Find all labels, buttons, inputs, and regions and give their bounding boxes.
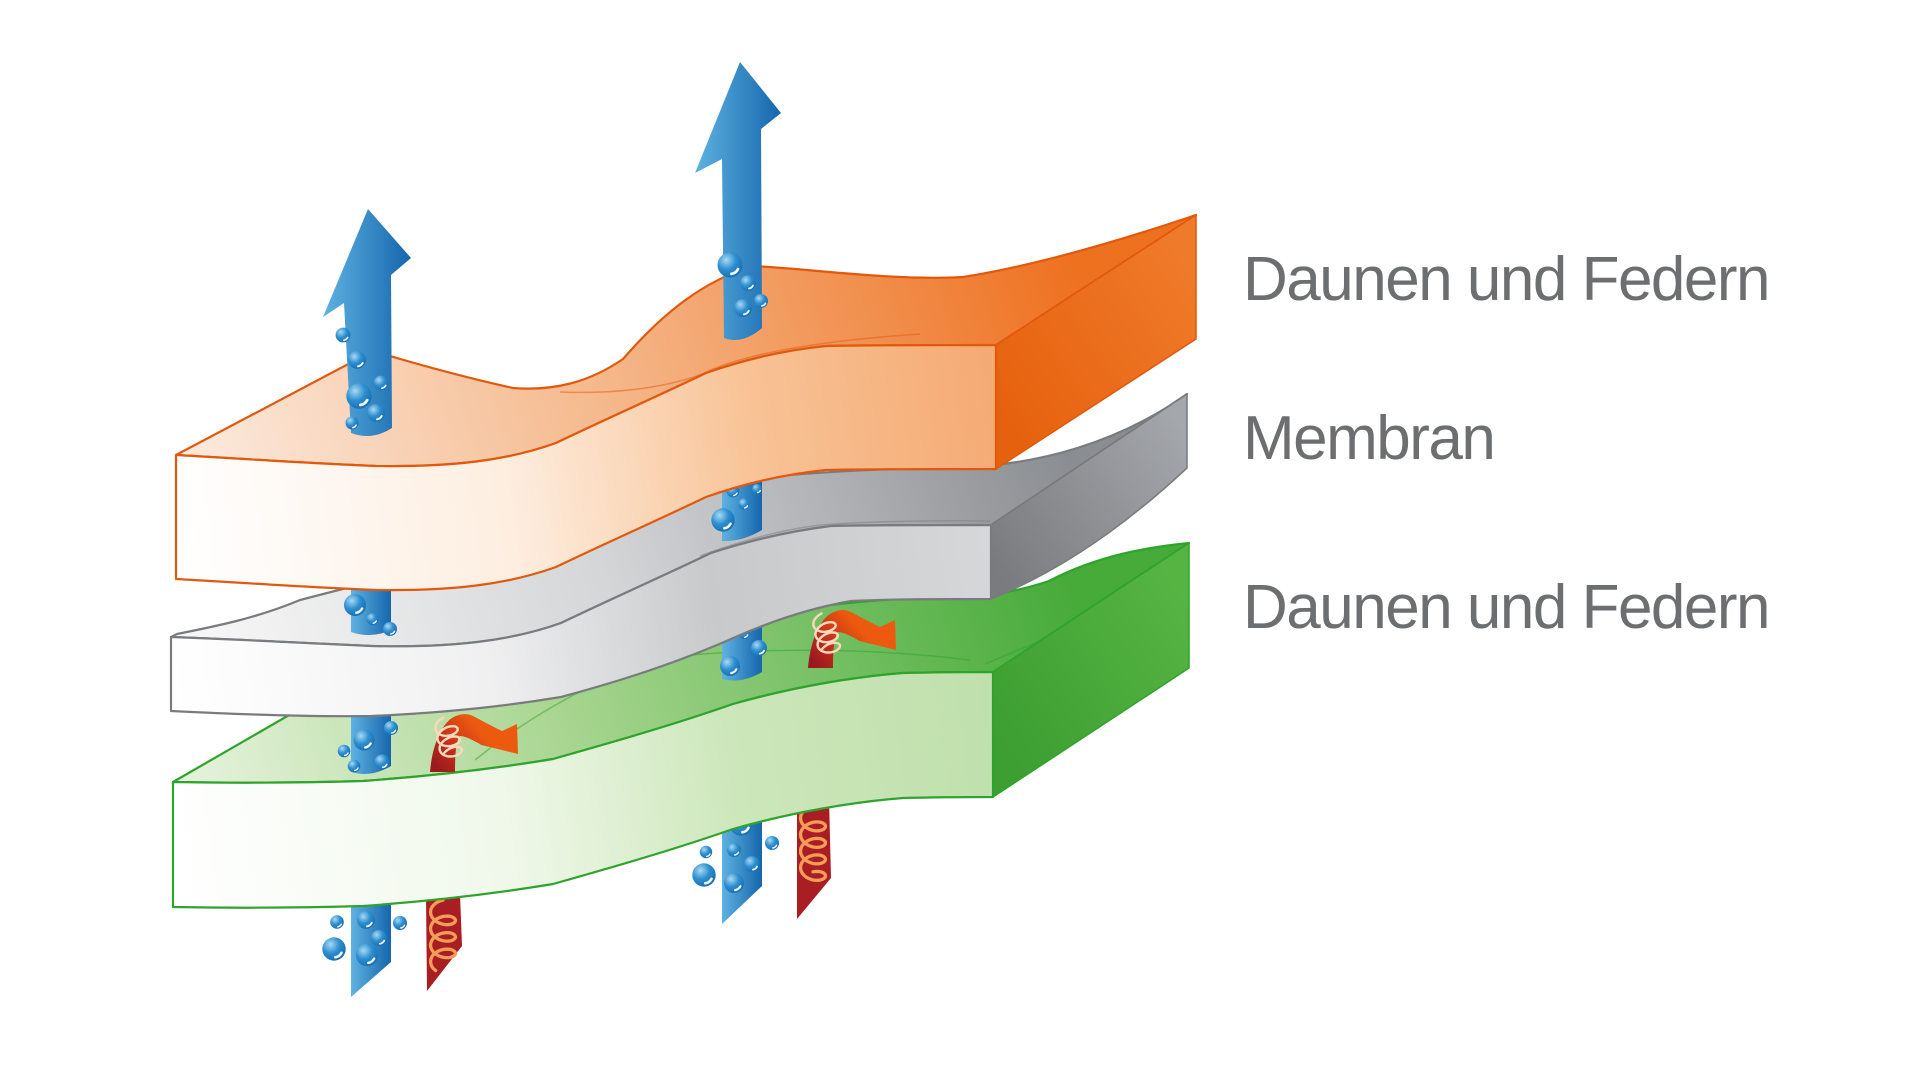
droplet-highlight — [743, 309, 750, 316]
heat-coil — [798, 804, 828, 883]
droplet-highlight — [379, 939, 386, 945]
label-daunen-unten: Daunen und Federn — [1243, 573, 1769, 642]
label-daunen-oben: Daunen und Federn — [1243, 245, 1769, 314]
water-droplet — [335, 327, 351, 343]
water-droplet — [346, 383, 372, 409]
droplet-highlight — [364, 742, 372, 749]
daunen-unten-side-face — [992, 542, 1190, 798]
water-droplet — [355, 943, 379, 967]
water-droplet — [357, 911, 375, 929]
moisture-arrows-above-top-layer — [323, 62, 781, 437]
droplet-highlight — [705, 853, 711, 858]
water-droplet — [765, 836, 779, 850]
droplet-highlight — [359, 398, 369, 407]
droplet-highlight — [761, 302, 767, 307]
droplet-highlight — [355, 607, 364, 615]
water-droplet — [345, 416, 359, 430]
droplet-highlight — [734, 851, 740, 856]
droplet-highlight — [734, 885, 742, 892]
heat-reflect-arrow — [430, 714, 518, 772]
moisture-arrow — [323, 209, 411, 437]
droplet-highlight — [334, 951, 343, 959]
water-droplet — [724, 873, 744, 893]
water-droplet — [367, 404, 385, 422]
water-droplet — [330, 915, 344, 929]
layer-labels: Daunen und Federn Membran Daunen und Fed… — [1243, 245, 1771, 642]
layer-daunen-unten — [171, 541, 1191, 909]
droplet-highlight — [748, 284, 754, 290]
droplet-highlight — [367, 957, 376, 965]
droplet-highlight — [343, 336, 349, 342]
heat-coil — [428, 898, 458, 973]
heat-reflect-coil — [812, 612, 842, 654]
droplet-highlight — [372, 620, 378, 624]
water-droplet — [353, 729, 375, 751]
droplet-highlight — [381, 384, 387, 390]
water-droplet — [754, 294, 768, 308]
droplet-highlight — [391, 729, 397, 734]
daunen-unten-front-face — [171, 670, 995, 909]
water-droplet — [744, 856, 760, 872]
droplet-highlight — [390, 630, 396, 635]
droplet-highlight — [752, 865, 758, 871]
water-droplet — [717, 252, 743, 278]
label-membran: Membran — [1243, 404, 1494, 473]
water-droplet — [348, 351, 366, 369]
water-droplet — [322, 937, 346, 961]
water-droplet — [370, 929, 388, 947]
water-droplet — [347, 759, 361, 773]
droplet-highlight — [730, 668, 738, 675]
droplet-highlight — [352, 424, 357, 429]
droplet-highlight — [354, 767, 359, 772]
water-droplet — [337, 744, 351, 758]
droplet-highlight — [730, 267, 740, 276]
water-droplet — [373, 375, 389, 391]
droplet-highlight — [344, 752, 349, 757]
water-droplet — [344, 594, 366, 616]
daunen-oben-side-face — [995, 214, 1197, 470]
membran-front-face — [169, 523, 993, 718]
heat-reflect-coil — [434, 716, 464, 758]
arrows-below-bottom-layer — [322, 798, 831, 997]
water-droplet — [692, 863, 716, 887]
droplet-highlight — [743, 505, 749, 509]
water-droplet — [751, 640, 767, 656]
heat-reflect-arrow — [808, 610, 896, 668]
membran-side-face — [990, 393, 1188, 600]
droplet-highlight — [366, 921, 373, 928]
water-droplet — [384, 721, 398, 735]
water-droplet — [699, 845, 713, 859]
droplet-highlight — [723, 522, 732, 530]
layer-daunen-oben — [174, 213, 1198, 592]
droplet-highlight — [756, 489, 761, 494]
droplet-highlight — [337, 923, 343, 928]
moisture-arrow — [695, 62, 781, 341]
water-droplet — [383, 622, 397, 636]
water-droplet — [374, 754, 390, 770]
droplet-highlight — [376, 414, 383, 421]
water-droplet — [727, 843, 741, 857]
droplet-highlight — [704, 877, 713, 885]
membran-fold-line — [699, 519, 991, 557]
water-droplet — [393, 916, 407, 930]
droplet-highlight — [741, 826, 750, 834]
droplet-highlight — [382, 763, 388, 769]
droplet-highlight — [743, 634, 749, 638]
droplet-highlight — [759, 649, 766, 655]
water-droplet — [734, 299, 752, 317]
droplet-highlight — [357, 361, 364, 368]
droplet-highlight — [400, 924, 406, 929]
daunen-oben-front-face — [174, 343, 998, 592]
droplet-highlight — [733, 492, 738, 497]
water-droplet — [720, 656, 740, 676]
water-droplet — [740, 275, 756, 291]
daunen-oben-fold-line — [559, 333, 921, 394]
water-droplet — [711, 508, 735, 532]
droplet-highlight — [772, 844, 778, 849]
